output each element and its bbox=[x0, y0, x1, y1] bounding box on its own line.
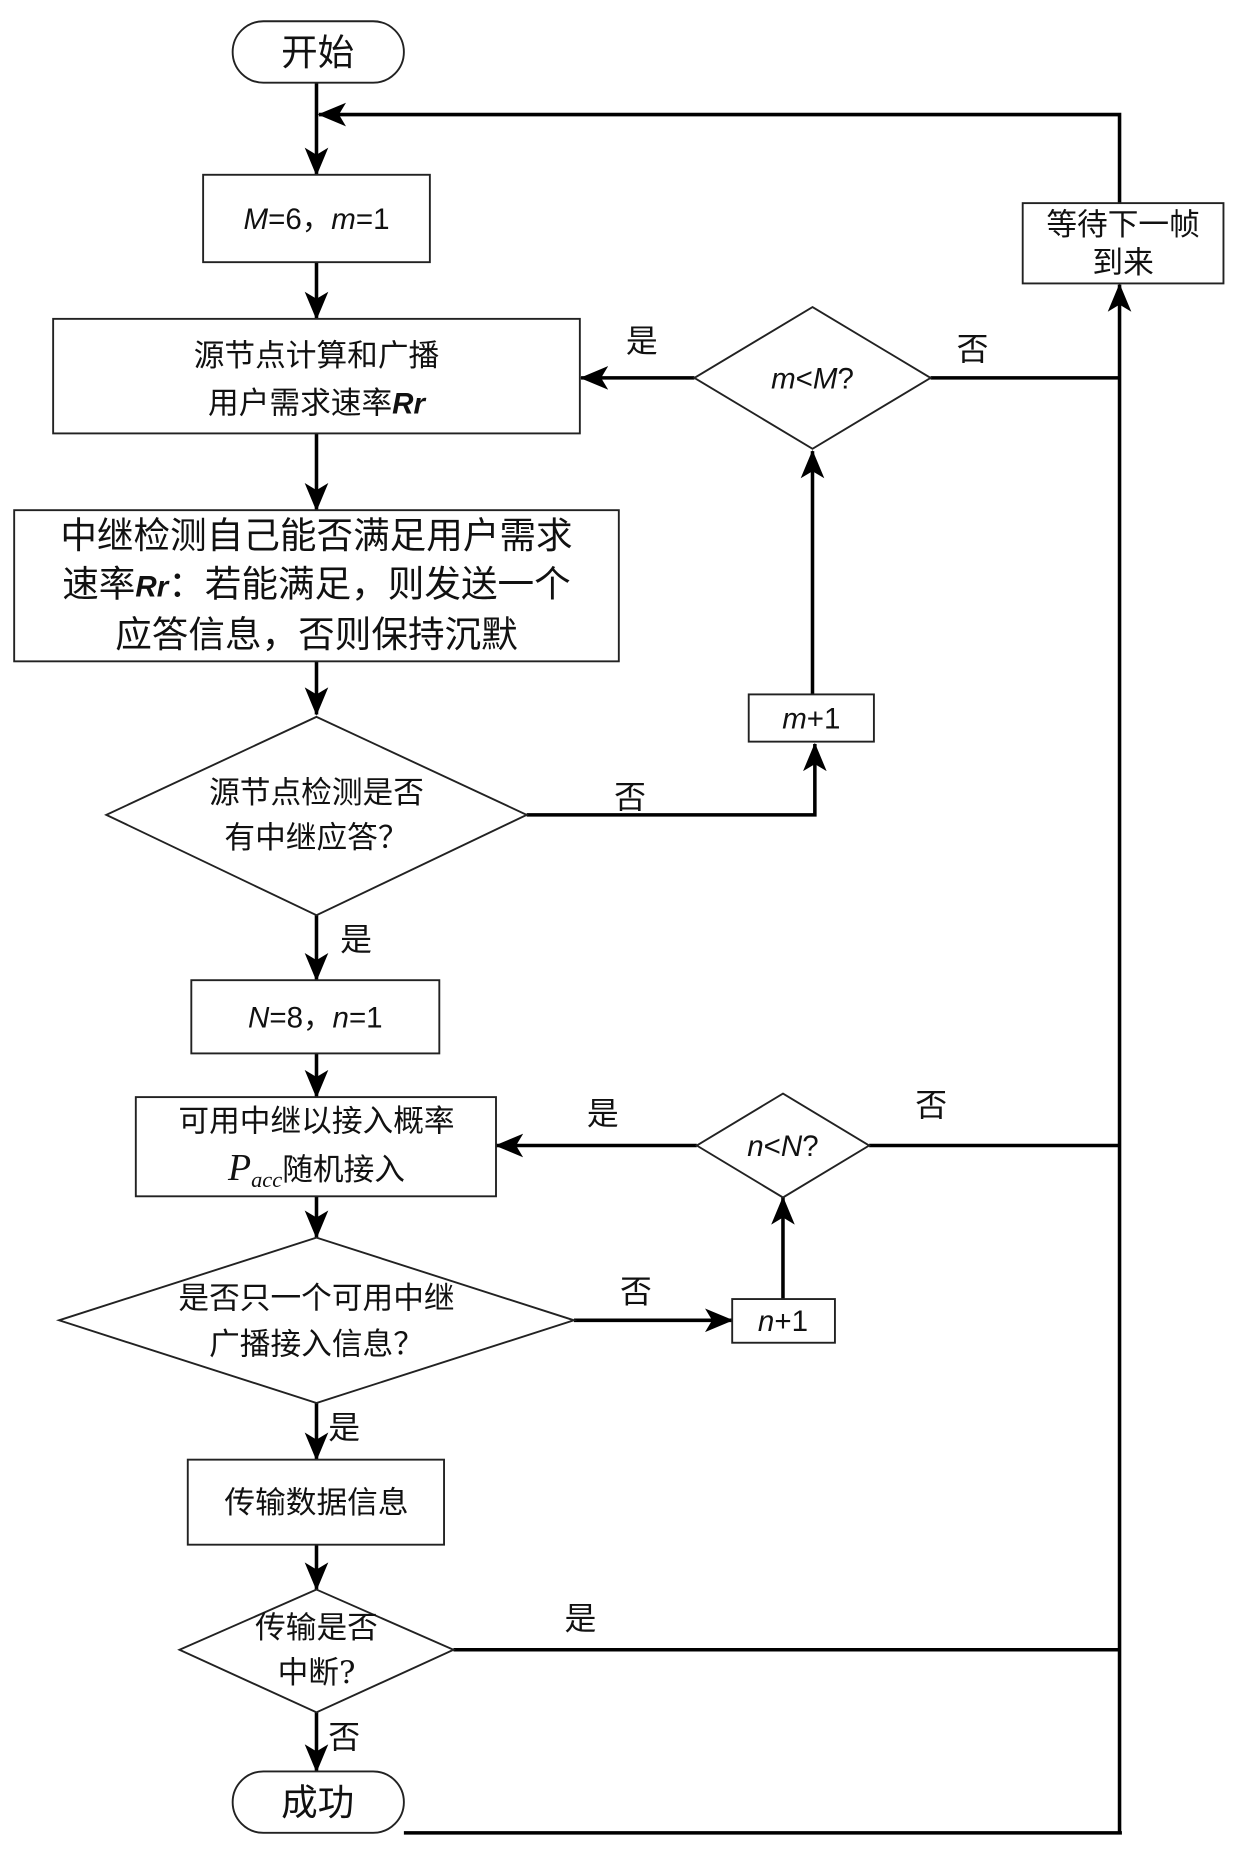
random-access-line1: 可用中继以接入概率 bbox=[178, 1104, 454, 1139]
edge-label-mltM-no: 否 bbox=[957, 330, 989, 368]
edge-label-detect-yes: 是 bbox=[340, 921, 372, 959]
edge-detect-no-to-minc bbox=[526, 742, 827, 817]
only-one-relay-line2: 广播接入信息？ bbox=[209, 1328, 424, 1363]
node-n-less-than-N: n<N? bbox=[694, 1092, 872, 1199]
broadcast-line1: 源节点计算和广播 bbox=[194, 339, 440, 374]
transmit-label: 传输数据信息 bbox=[224, 1486, 408, 1521]
node-only-one-relay: 是否只一个可用中继 广播接入信息？ bbox=[55, 1236, 578, 1404]
interrupted-line2: 中断? bbox=[278, 1656, 356, 1691]
n-increment-label: n+1 bbox=[758, 1305, 808, 1338]
wait-next-frame-line2: 到来 bbox=[1092, 246, 1153, 281]
node-init-m: M=6，m=1 bbox=[202, 173, 431, 264]
m-increment-label: m+1 bbox=[782, 703, 840, 736]
init-n-label: N=8，n=1 bbox=[248, 1001, 383, 1034]
node-success: 成功 bbox=[231, 1770, 405, 1834]
success-label: 成功 bbox=[281, 1781, 354, 1824]
m-less-than-M-label: m<M? bbox=[771, 363, 854, 396]
node-source-detect: 源节点检测是否 有中继应答？ bbox=[104, 715, 529, 917]
connectors bbox=[304, 82, 1132, 1835]
random-access-line2: Pacc随机接入 bbox=[227, 1147, 405, 1192]
wait-next-frame-line1: 等待下一帧 bbox=[1046, 208, 1199, 243]
edge-label-interrupt-yes: 是 bbox=[564, 1600, 596, 1638]
source-detect-line1: 源节点检测是否 bbox=[209, 776, 424, 811]
node-broadcast: 源节点计算和广播 用户需求速率Rr bbox=[52, 317, 581, 435]
source-detect-line2: 有中继应答？ bbox=[224, 821, 408, 856]
init-m-label: M=6，m=1 bbox=[243, 203, 389, 236]
edge-label-nltN-no: 否 bbox=[915, 1086, 947, 1124]
node-random-access: 可用中继以接入概率 Pacc随机接入 bbox=[134, 1096, 497, 1198]
node-transmit: 传输数据信息 bbox=[186, 1458, 445, 1546]
edge-label-mltM-yes: 是 bbox=[626, 322, 658, 360]
edge-label-onlyone-yes: 是 bbox=[328, 1408, 360, 1446]
node-init-n: N=8，n=1 bbox=[190, 979, 441, 1055]
node-wait-next-frame: 等待下一帧 到来 bbox=[1021, 202, 1225, 285]
node-relay-check: 中继检测自己能否满足用户需求 速率Rr：若能满足，则发送一个 应答信息，否则保持… bbox=[13, 509, 620, 663]
relay-check-line1: 中继检测自己能否满足用户需求 bbox=[60, 514, 572, 557]
start-label: 开始 bbox=[281, 31, 354, 74]
relay-check-line2: 速率Rr：若能满足，则发送一个 bbox=[62, 562, 571, 605]
edge-labels: 是 否 否 是 是 否 否 是 是 否 bbox=[328, 322, 988, 1756]
n-less-than-N-label: n<N? bbox=[747, 1130, 818, 1163]
edge-label-detect-no: 否 bbox=[614, 778, 646, 816]
node-n-increment: n+1 bbox=[731, 1298, 836, 1344]
node-m-increment: m+1 bbox=[747, 693, 875, 743]
edge-label-onlyone-no: 否 bbox=[620, 1273, 652, 1311]
edge-loop-return-top bbox=[317, 102, 1122, 204]
edge-label-nltN-yes: 是 bbox=[587, 1094, 619, 1132]
relay-check-line3: 应答信息，否则保持沉默 bbox=[115, 613, 518, 656]
node-m-less-than-M: m<M? bbox=[692, 305, 933, 450]
edge-label-interrupt-no: 否 bbox=[328, 1718, 360, 1756]
node-start: 开始 bbox=[231, 20, 405, 84]
broadcast-line2: 用户需求速率Rr bbox=[208, 386, 426, 421]
only-one-relay-line1: 是否只一个可用中继 bbox=[178, 1281, 454, 1316]
node-interrupted: 传输是否 中断? bbox=[177, 1588, 456, 1714]
interrupted-line1: 传输是否 bbox=[255, 1611, 378, 1646]
